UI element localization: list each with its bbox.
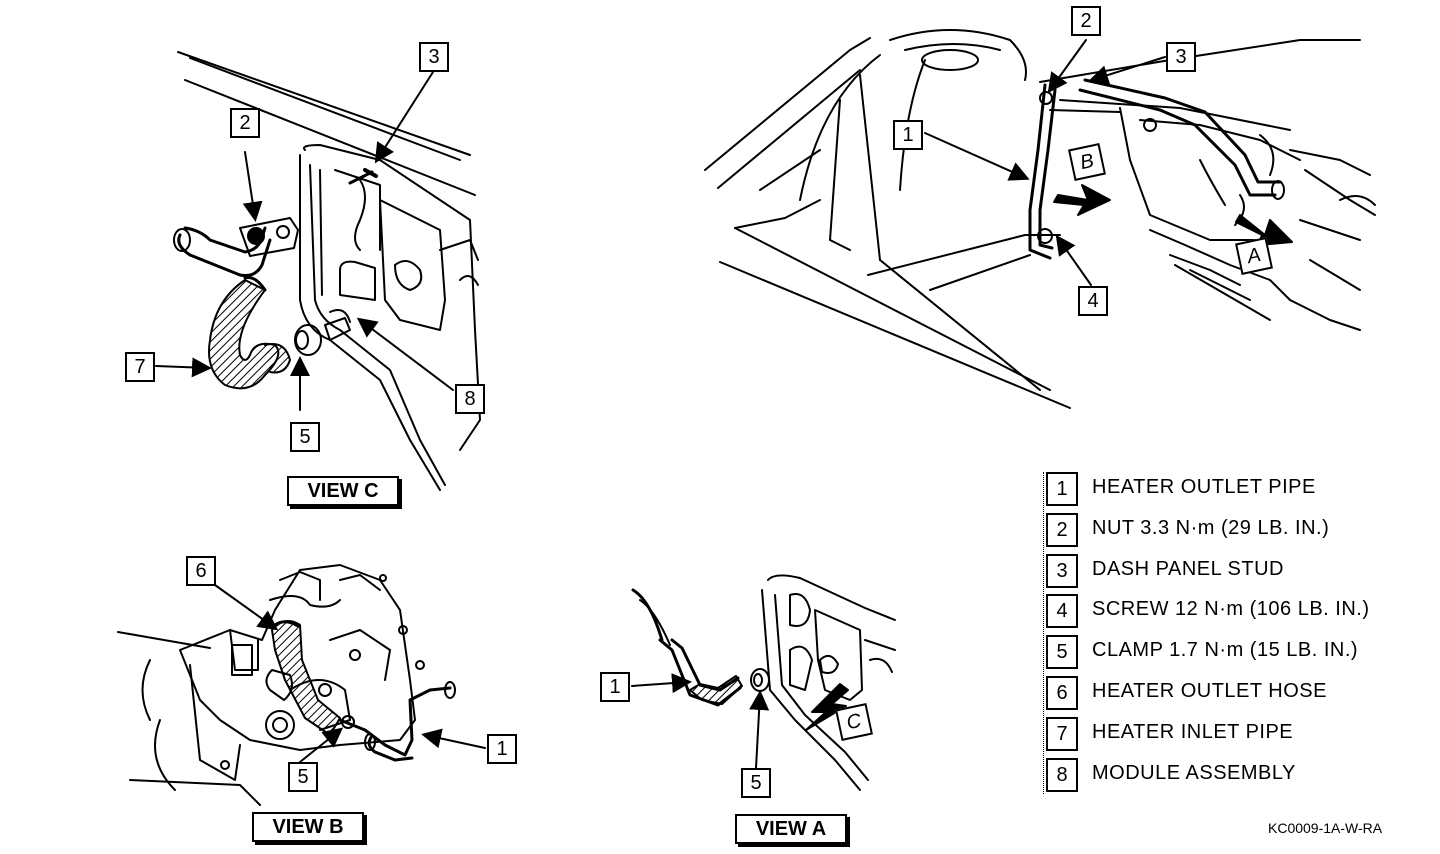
legend-text: HEATER OUTLET HOSE xyxy=(1092,679,1327,702)
callout-2: 2 xyxy=(230,108,260,138)
callout-5: 5 xyxy=(288,762,318,792)
legend-item: 4 SCREW 12 N·m (106 LB. IN.) xyxy=(1046,594,1426,635)
parts-legend: 1 HEATER OUTLET PIPE 2 NUT 3.3 N·m (29 L… xyxy=(1046,472,1426,798)
view-a-drawing xyxy=(631,574,896,791)
callout-4: 4 xyxy=(1078,286,1108,316)
legend-text: HEATER OUTLET PIPE xyxy=(1092,476,1316,498)
legend-text: NUT 3.3 N·m (29 LB. IN.) xyxy=(1092,516,1330,539)
legend-item: 6 HEATER OUTLET HOSE xyxy=(1046,675,1426,717)
legend-number: 8 xyxy=(1046,757,1078,792)
legend-text: CLAMP 1.7 N·m (15 LB. IN.) xyxy=(1092,639,1359,662)
legend-number: 4 xyxy=(1046,594,1078,629)
legend-text: MODULE ASSEMBLY xyxy=(1092,761,1296,784)
callout-1: 1 xyxy=(893,120,923,150)
callout-8: 8 xyxy=(455,384,485,414)
callout-2: 2 xyxy=(1071,6,1101,36)
legend-number: 3 xyxy=(1046,553,1078,588)
legend-number: 7 xyxy=(1046,716,1078,751)
legend-item: 2 NUT 3.3 N·m (29 LB. IN.) xyxy=(1046,512,1426,554)
legend-number: 2 xyxy=(1046,512,1078,547)
callout-1: 1 xyxy=(600,672,630,702)
legend-item: 5 CLAMP 1.7 N·m (15 LB. IN.) xyxy=(1046,635,1426,676)
arrow-a-label: A xyxy=(1235,237,1273,275)
engine-compartment-drawing xyxy=(704,29,1376,409)
view-a-label: VIEW A xyxy=(735,814,847,844)
legend-text: HEATER INLET PIPE xyxy=(1092,720,1294,743)
view-c-label: VIEW C xyxy=(287,476,399,506)
view-c-drawing xyxy=(155,51,481,491)
legend-item: 8 MODULE ASSEMBLY xyxy=(1046,757,1426,799)
callout-3: 3 xyxy=(1166,42,1196,72)
callout-7: 7 xyxy=(125,352,155,382)
callout-5: 5 xyxy=(290,422,320,452)
callout-3: 3 xyxy=(419,42,449,72)
arrow-b-label: B xyxy=(1068,143,1106,181)
legend-item: 7 HEATER INLET PIPE xyxy=(1046,716,1426,758)
callout-1: 1 xyxy=(487,734,517,764)
legend-number: 5 xyxy=(1046,635,1078,670)
legend-text: SCREW 12 N·m (106 LB. IN.) xyxy=(1092,598,1370,621)
view-b-drawing xyxy=(117,564,486,806)
figure-code: KC0009-1A-W-RA xyxy=(1268,820,1383,836)
callout-5: 5 xyxy=(741,768,771,798)
legend-number: 6 xyxy=(1046,675,1078,710)
view-b-label: VIEW B xyxy=(252,812,364,842)
legend-number: 1 xyxy=(1046,472,1078,506)
legend-dotted-rule xyxy=(1043,472,1084,794)
arrow-c-label: C xyxy=(835,703,873,741)
legend-item: 3 DASH PANEL STUD xyxy=(1046,553,1426,595)
callout-6: 6 xyxy=(186,556,216,586)
legend-text: DASH PANEL STUD xyxy=(1092,557,1284,580)
legend-item: 1 HEATER OUTLET PIPE xyxy=(1046,472,1426,513)
